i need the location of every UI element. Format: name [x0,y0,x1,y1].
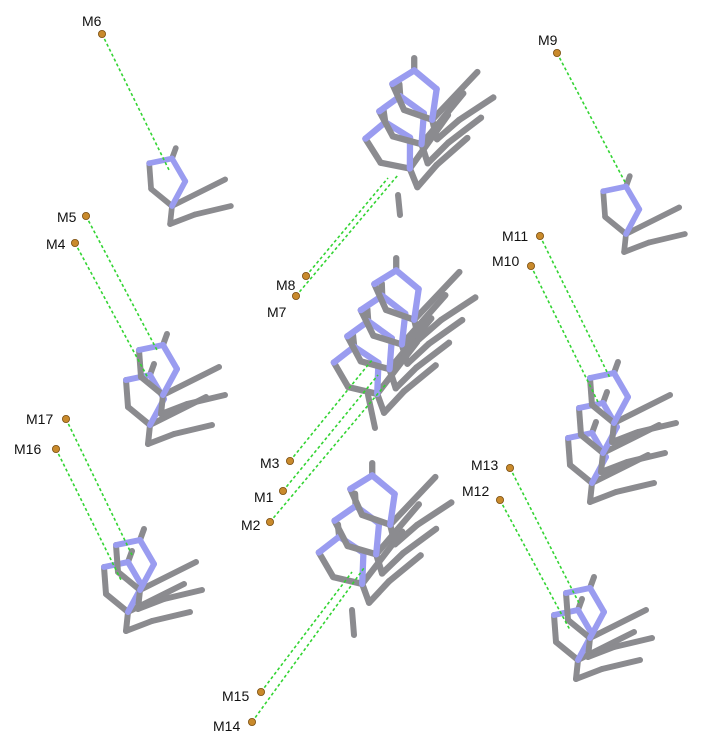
label-m16: M16 [14,441,41,457]
cation-pair-left-middle [126,334,225,444]
metal-atoms [52,29,562,727]
label-m5: M5 [57,209,77,225]
label-m11: M11 [502,228,528,244]
contact-m12 [499,499,571,631]
label-m6: M6 [82,13,102,29]
atom-m11 [536,231,545,240]
contact-m1 [282,374,379,492]
contact-m3 [289,359,373,462]
label-m17: M17 [26,411,53,427]
label-m15: M15 [222,688,249,704]
cation-stack-right-middle [568,362,676,502]
contact-m7 [295,174,399,297]
contact-m5 [85,215,159,353]
contact-m16 [55,448,123,583]
atom-m5 [82,211,91,220]
atom-m10 [527,261,536,270]
atom-m7 [291,291,300,300]
atom-labels: M6 M9 M5 M4 M11 M10 M8 M7 M17 M16 M3 M13… [14,13,558,734]
contact-m13 [509,467,581,606]
contact-m15 [260,571,353,693]
atom-m8 [301,271,310,280]
atom-m14 [247,718,256,727]
label-m10: M10 [492,253,519,269]
atom-m3 [285,456,294,465]
cation-pair-left-bottom [104,529,202,631]
atom-m4 [71,238,80,247]
cation-stack-bottom-center [311,442,458,638]
cation-top-left [149,148,231,224]
atom-m15 [256,688,265,697]
label-m9: M9 [538,32,558,48]
contact-m2 [269,383,387,523]
contact-lines [55,33,627,723]
contact-m9 [556,52,627,185]
cation-stack-top-center [358,37,501,218]
atom-m2 [265,518,274,527]
label-m3: M3 [260,455,280,471]
contact-m11 [539,235,611,379]
atom-m17 [62,414,71,423]
label-m8: M8 [276,277,296,293]
atom-m1 [278,486,287,495]
label-m4: M4 [46,236,66,252]
atom-m16 [52,444,61,453]
contact-m8 [305,177,389,277]
atom-m9 [553,49,562,58]
atom-m12 [495,495,504,504]
cation-stack-center [326,237,482,431]
label-m12: M12 [462,483,489,499]
contact-m6 [101,33,171,173]
contact-m4 [74,242,149,379]
label-m1: M1 [254,489,274,505]
label-m13: M13 [471,457,498,473]
label-m7: M7 [267,304,287,320]
molecule-layer [104,37,685,679]
label-m14: M14 [213,718,240,734]
cation-top-right [603,176,685,252]
atom-m6 [98,29,107,38]
contact-m14 [251,567,365,723]
atom-m13 [505,463,514,472]
label-m2: M2 [241,517,261,533]
